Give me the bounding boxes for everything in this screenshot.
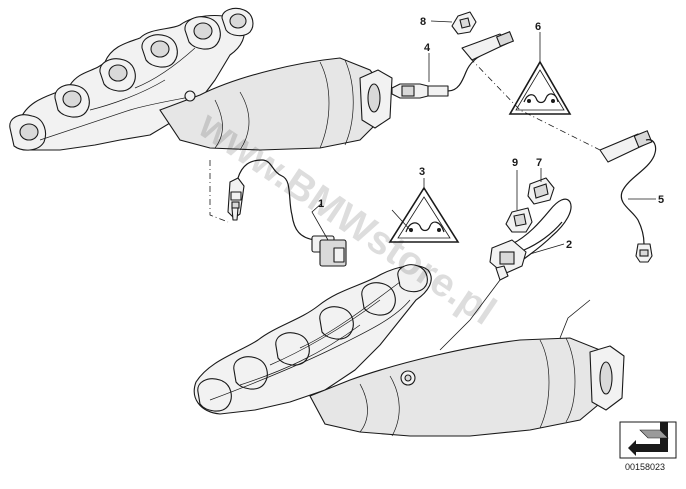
oxygen-sensor-4 [391,31,515,99]
callout-3: 3 [419,166,425,178]
wire-clip-7 [527,177,555,205]
callout-9: 9 [512,157,518,169]
callout-7: 7 [536,157,542,169]
callout-5: 5 [658,194,664,206]
callout-8: 8 [420,16,426,28]
nav-arrow-icon[interactable] [619,421,677,459]
assembly-line-1 [209,160,229,223]
lower-catalytic-converter [309,337,625,437]
callout-4: 4 [424,42,431,54]
upper-exhaust-manifold [9,7,254,151]
assembly-line-3 [439,279,501,351]
oxygen-sensor-5 [599,130,657,263]
assembly-line-4 [559,299,591,339]
oxygen-sensor-1 [227,159,347,267]
wire-clip-9 [505,207,533,233]
oxygen-sensor-2 [489,198,572,281]
doc-id: 00158023 [625,462,665,472]
callout-1: 1 [318,198,324,210]
callouts: 1 2 3 4 5 6 7 8 9 [311,16,664,255]
lower-exhaust-manifold [193,264,432,415]
wire-clip-8 [451,11,477,35]
callout-2: 2 [566,239,572,251]
warning-label-3 [388,186,460,243]
callout-6: 6 [535,21,541,33]
assembly-line-2 [469,57,601,151]
upper-catalytic-converter [159,57,393,151]
warning-label-6 [508,60,572,115]
